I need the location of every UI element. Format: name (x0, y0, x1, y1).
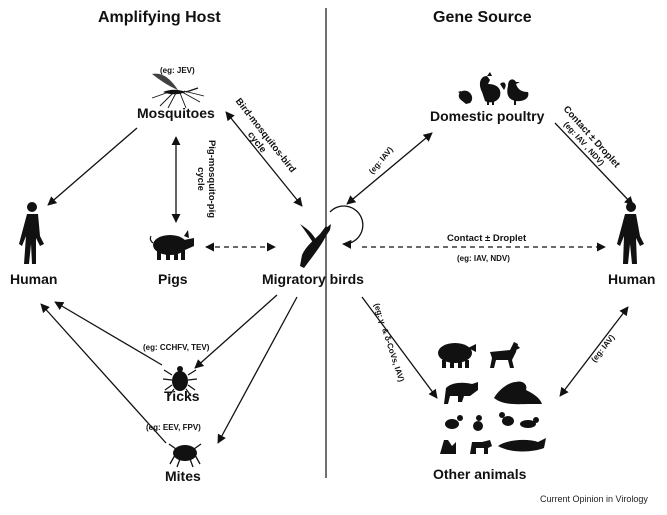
human-icon (19, 202, 44, 264)
pig-cycle-label: Pig-mosquito-pig cycle (195, 139, 217, 219)
animals-icon (438, 342, 546, 454)
poultry-icon (458, 72, 529, 105)
pig-cycle-line1: Pig-mosquito-pig (206, 139, 217, 219)
right-header: Gene Source (433, 9, 532, 26)
arrow-poultry-human (554, 122, 634, 206)
arrow-birds-poultry (346, 132, 433, 205)
bird-icon (300, 224, 331, 268)
node-pigs: Pigs (158, 271, 188, 287)
node-mites: Mites (165, 468, 201, 484)
arrow-birds-animals (361, 296, 438, 399)
tick-icon (162, 366, 198, 397)
node-human-right: Human (608, 271, 656, 287)
loop-arrow (329, 205, 364, 249)
contact-birds-label: Contact ± Droplet (447, 233, 527, 244)
node-domestic-poultry: Domestic poultry (430, 108, 545, 124)
jev-label: (eg: JEV) (160, 66, 195, 75)
arrow-birds-mites (217, 296, 298, 444)
arrow-mosquitoes-birds (225, 111, 303, 207)
left-header: Amplifying Host (98, 9, 221, 26)
contact-birds-eg: (eg: IAV, NDV) (457, 254, 510, 263)
mosquito-icon (151, 73, 205, 109)
arrow-animals-human (559, 306, 629, 397)
pig-icon (149, 230, 194, 260)
eev-label: (eg: EEV, FPV) (146, 423, 201, 432)
node-other-animals: Other animals (433, 466, 527, 482)
node-human-left: Human (10, 271, 58, 287)
arrow-mosquitoes-human (47, 127, 138, 206)
arrow-ticks-human (54, 301, 163, 366)
mite-icon (168, 443, 202, 468)
node-ticks: Ticks (164, 388, 200, 404)
arrow-mites-human (40, 303, 167, 444)
node-mosquitoes: Mosquitoes (137, 105, 215, 121)
pig-cycle-line2: cycle (195, 167, 206, 191)
arrow-birds-ticks (194, 294, 278, 369)
node-migratory-birds: Migratory birds (262, 271, 364, 287)
human-icon (617, 202, 644, 264)
credit: Current Opinion in Virology (540, 494, 648, 504)
cchfv-label: (eg: CCHFV, TEV) (143, 343, 210, 352)
